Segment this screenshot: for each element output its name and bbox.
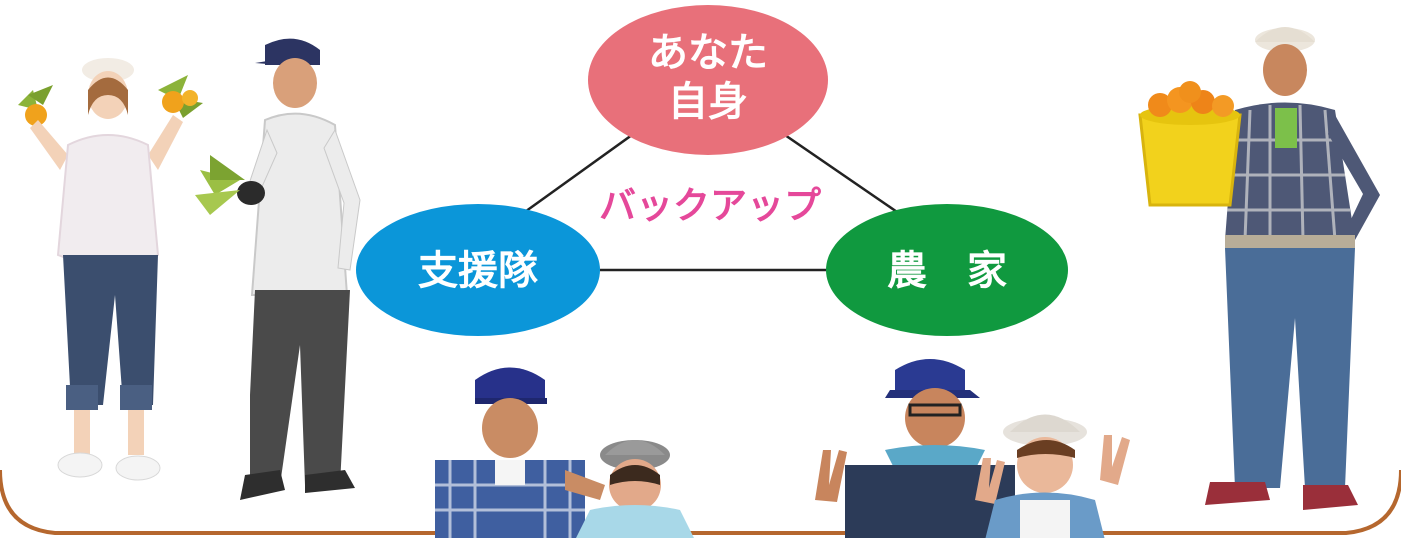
node-support: 支援隊 (356, 204, 600, 336)
connector-you-farmer (765, 120, 901, 216)
node-support-label: 支援隊 (418, 248, 538, 294)
citrus-branch-right (158, 75, 203, 118)
node-you-label-line1: あなた (648, 30, 768, 76)
node-farmer-label: 農 家 (887, 248, 1007, 294)
node-you-label-line2: 自身 (668, 79, 748, 125)
elderly-couple-photo (435, 367, 694, 538)
connector-you-support (521, 120, 651, 216)
man-with-orange-bucket-photo (1138, 27, 1380, 510)
man-holding-branch-photo (195, 38, 361, 500)
node-you: あなた 自身 (588, 5, 828, 155)
backup-label: バックアップ (599, 184, 821, 227)
woman-holding-citrus-photo (18, 58, 203, 481)
couple-peace-sign-photo (815, 359, 1130, 538)
citrus-branch-left (18, 85, 53, 126)
node-farmer: 農 家 (826, 204, 1068, 336)
